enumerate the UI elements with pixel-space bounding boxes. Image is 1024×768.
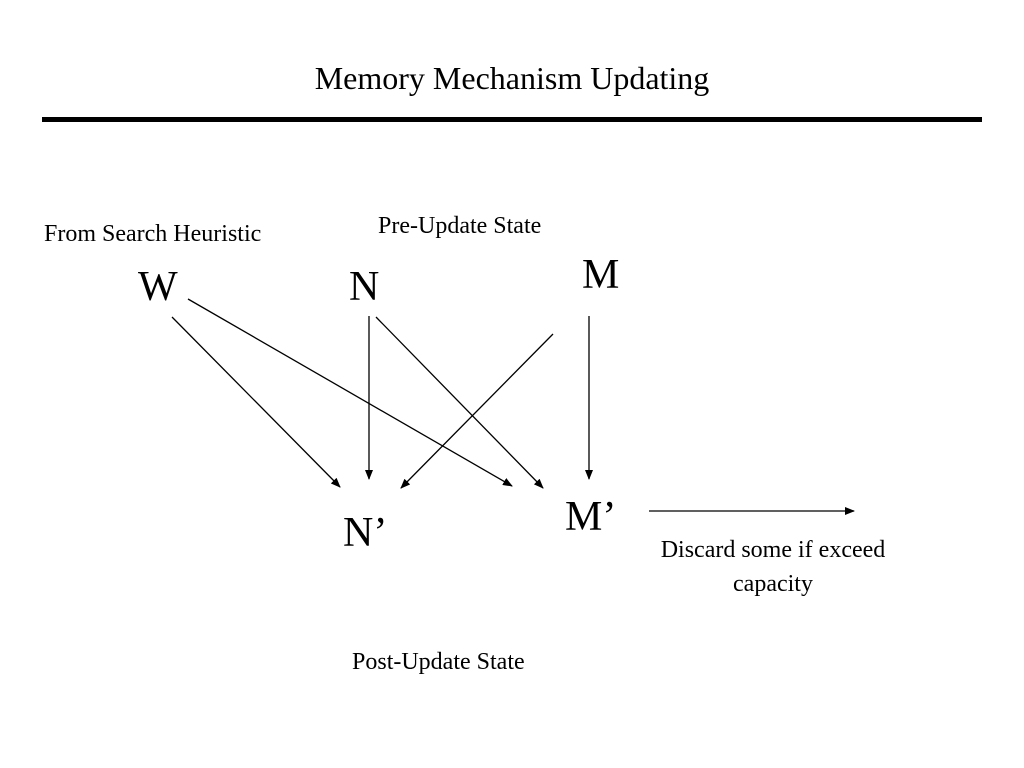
node-w: W — [138, 264, 178, 310]
title-divider — [42, 117, 982, 122]
caption-pre-update: Pre-Update State — [378, 213, 542, 239]
edge-w-to-m-prime — [187, 298, 513, 487]
edge-m-to-n-prime — [400, 333, 554, 489]
caption-discard: Discard some if exceed capacity — [660, 537, 886, 597]
edge-n-to-m-prime — [375, 316, 544, 489]
node-m: M — [582, 252, 620, 298]
node-n: N — [349, 264, 380, 310]
slide-title: Memory Mechanism Updating — [314, 60, 710, 96]
node-n-prime: N’ — [343, 510, 388, 556]
caption-source: From Search Heuristic — [44, 221, 262, 247]
caption-post-update: Post-Update State — [352, 649, 525, 675]
edge-w-to-n-prime — [171, 316, 341, 488]
node-m-prime: M’ — [565, 494, 617, 540]
